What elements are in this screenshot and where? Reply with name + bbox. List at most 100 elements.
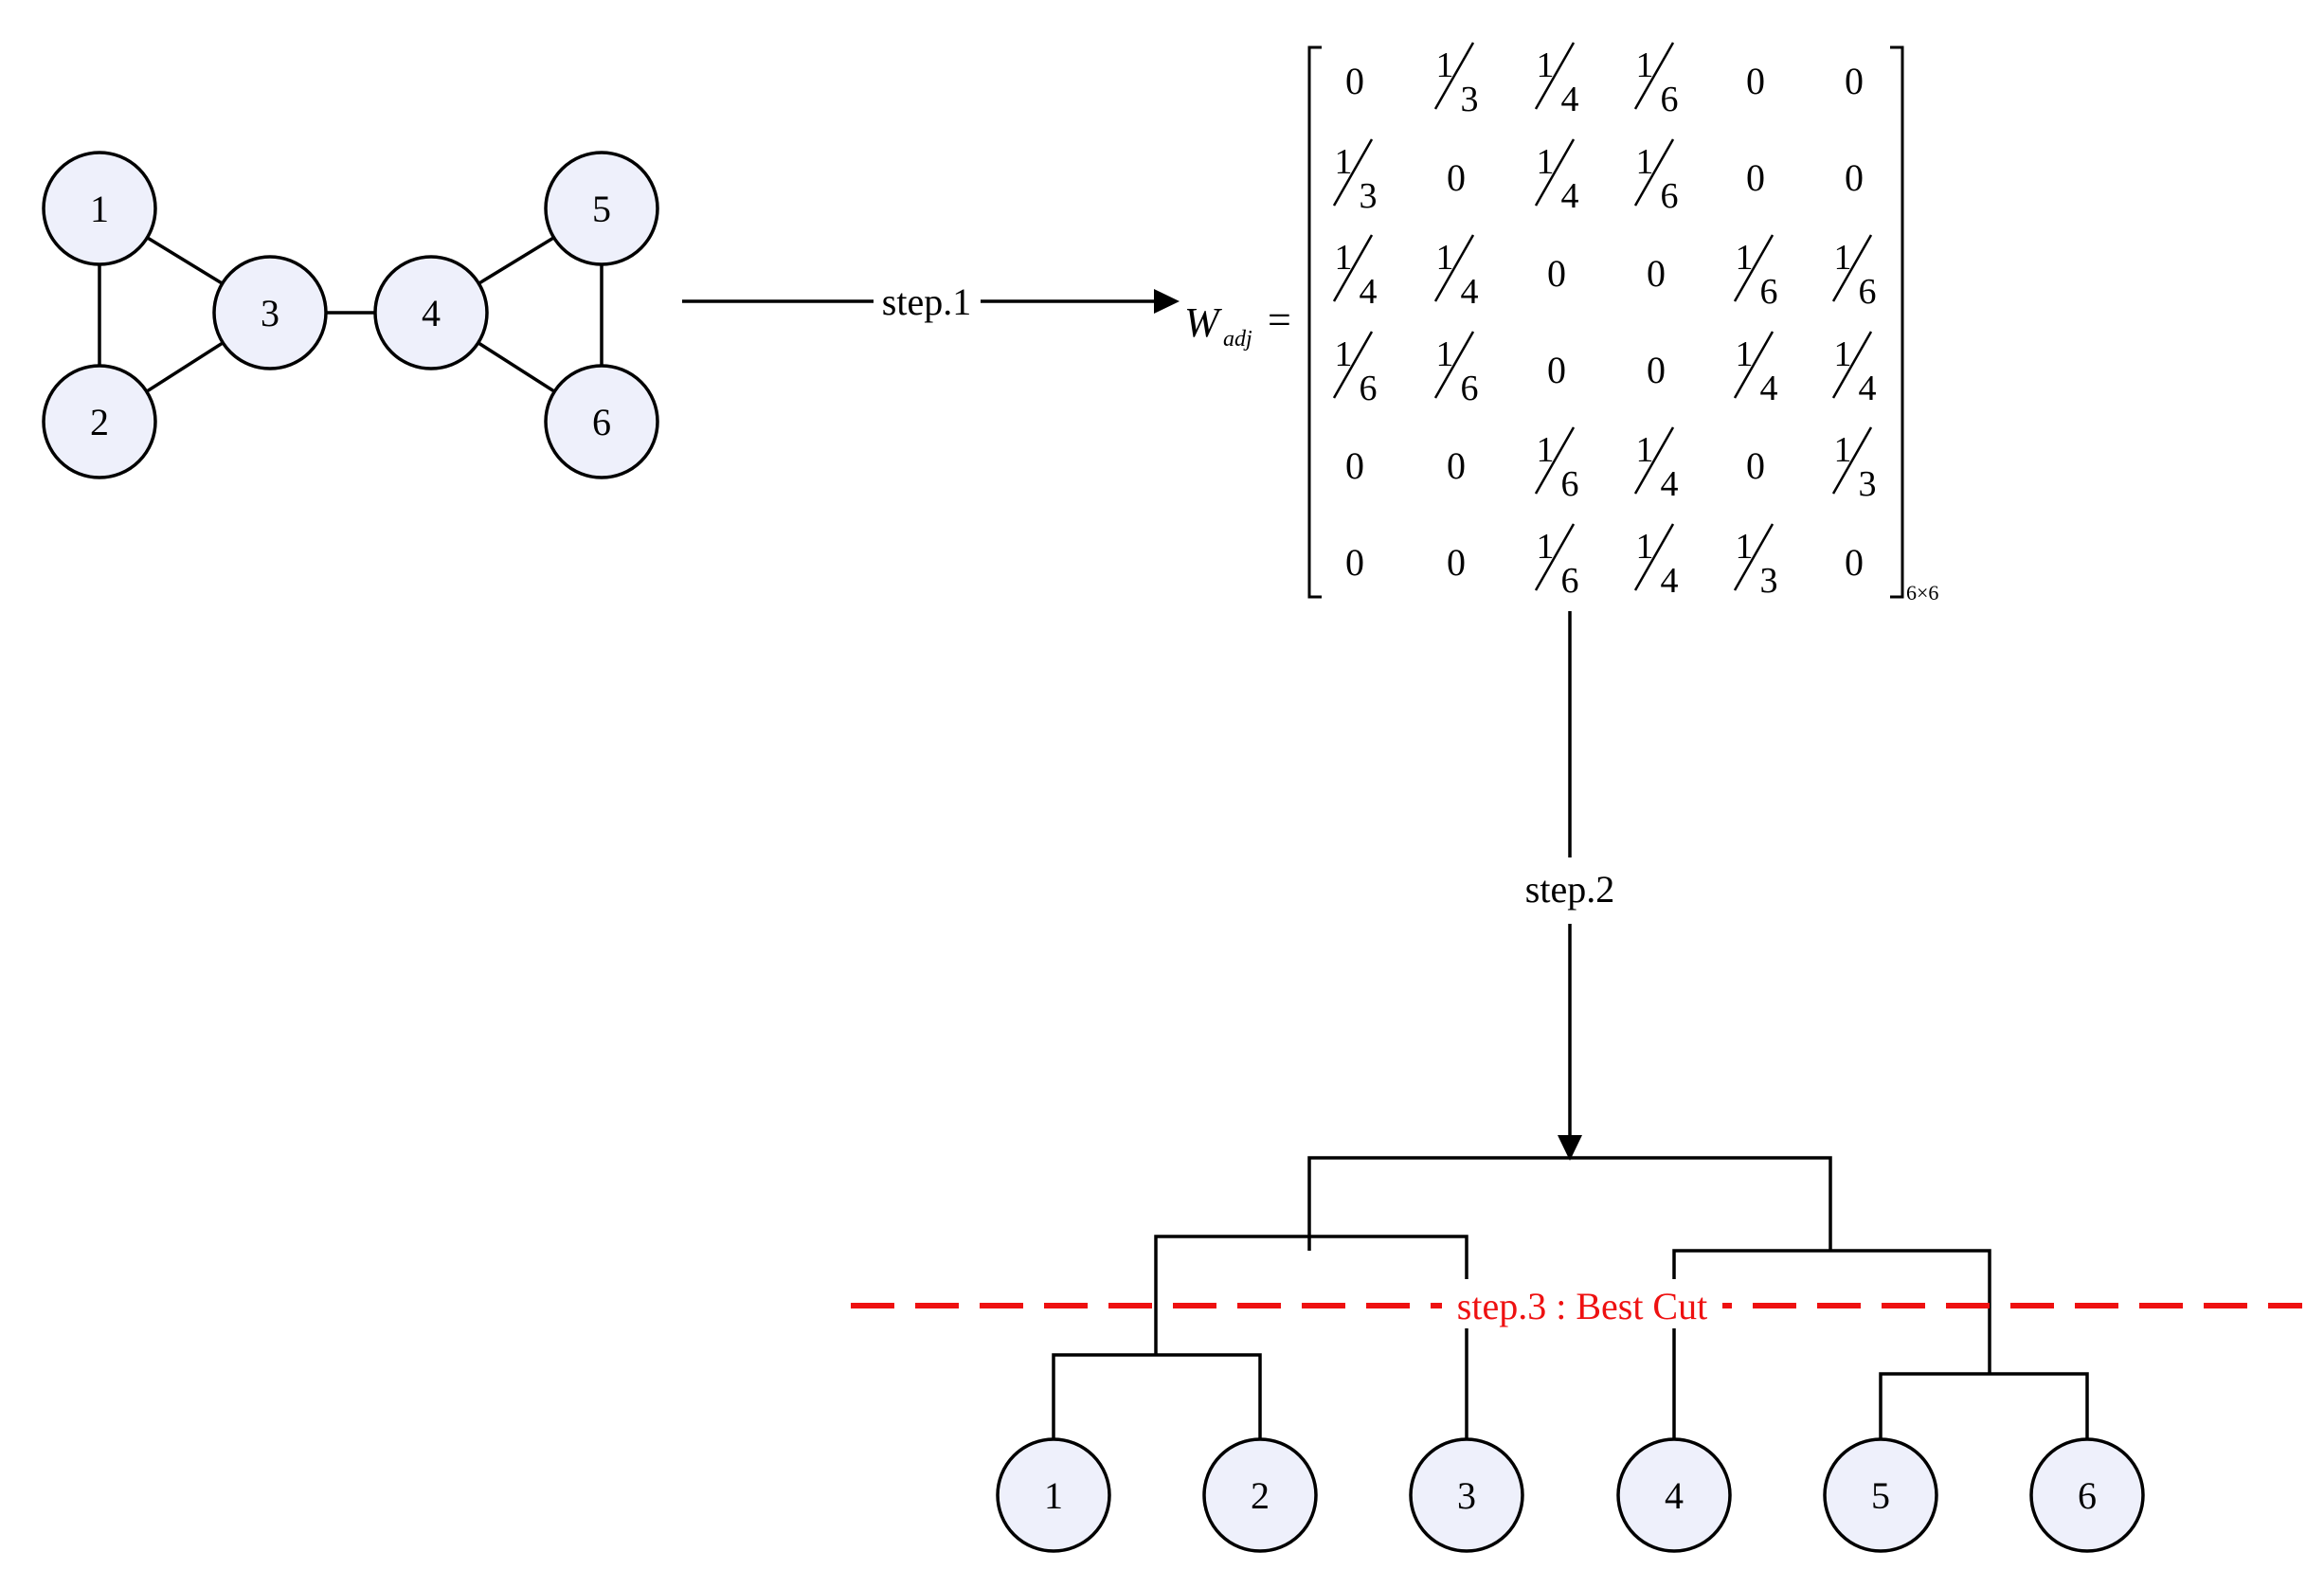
fraction-slash: [1534, 426, 1576, 495]
fraction-numerator: 1: [1537, 142, 1555, 182]
matrix-cell-r5-c5: 0: [1746, 444, 1765, 487]
fraction-slash: [1433, 42, 1475, 110]
matrix-cell-r6-c3: 16: [1534, 523, 1579, 601]
fraction-slash: [1534, 523, 1576, 591]
matrix-cell-r2-c3: 14: [1534, 138, 1579, 216]
fraction-slash: [1733, 234, 1775, 302]
matrix-cell-r4-c4: 0: [1647, 349, 1666, 391]
matrix-cell-r4-c6: 14: [1831, 331, 1877, 408]
step2-label: step.2: [1525, 868, 1614, 911]
matrix-value: 0: [1845, 60, 1864, 102]
fraction-numerator: 1: [1335, 334, 1353, 374]
fraction-numerator: 1: [1834, 238, 1852, 278]
graph-node-3: 3: [212, 255, 328, 370]
fraction-slash: [1831, 234, 1873, 302]
matrix-value: 0: [1647, 252, 1666, 295]
matrix-value: 0: [1746, 60, 1765, 102]
matrix-right-bracket: [1890, 45, 1904, 599]
dendrogram-right-link: [1672, 1249, 1991, 1440]
dendrogram-leaf-label: 5: [1871, 1474, 1890, 1517]
fraction-numerator: 1: [1335, 142, 1353, 182]
fraction-slash: [1332, 138, 1374, 207]
matrix-dimension: 6×6: [1906, 581, 1938, 605]
matrix-value: 0: [1345, 541, 1364, 584]
fraction-numerator: 1: [1537, 45, 1555, 85]
fraction-slash: [1831, 331, 1873, 399]
fraction-denominator: 4: [1661, 464, 1679, 504]
fraction-slash: [1733, 331, 1775, 399]
matrix-cell-r4-c3: 0: [1547, 349, 1566, 391]
matrix-cell-r2-c6: 0: [1845, 156, 1864, 199]
fraction-slash: [1332, 234, 1374, 302]
dendrogram-leaf-label: 2: [1251, 1474, 1270, 1517]
matrix-cell-r2-c1: 13: [1332, 138, 1378, 216]
matrix-cell-r5-c3: 16: [1534, 426, 1579, 504]
dendrogram-leaf-6: 6: [2029, 1437, 2145, 1553]
matrix-value: 0: [1845, 541, 1864, 584]
matrix-cell-r2-c2: 0: [1447, 156, 1466, 199]
dendrogram-leaf-label: 1: [1044, 1474, 1063, 1517]
fraction-slash: [1332, 331, 1374, 399]
dendrogram-leaf-4: 4: [1616, 1437, 1732, 1553]
dendrogram-link-5-6: [1879, 1372, 2089, 1440]
dendrogram-leaf-label: 6: [2078, 1474, 2097, 1517]
dendrogram-left-link: [1154, 1235, 1468, 1440]
matrix-cell-r6-c6: 0: [1845, 541, 1864, 584]
fraction-denominator: 4: [1360, 272, 1378, 312]
dendrogram-link-1-2: [1052, 1353, 1262, 1440]
matrix-cell-r1-c4: 16: [1633, 42, 1679, 119]
dendrogram-leaf-label: 4: [1665, 1474, 1684, 1517]
matrix-value: 0: [1547, 252, 1566, 295]
matrix-cell-r3-c2: 14: [1433, 234, 1479, 312]
matrix-cell-r3-c1: 14: [1332, 234, 1378, 312]
fraction-denominator: 4: [1461, 272, 1479, 312]
fraction-numerator: 1: [1736, 527, 1754, 567]
graph-edges: [98, 207, 604, 424]
matrix-cell-r4-c5: 14: [1733, 331, 1778, 408]
fraction-slash: [1633, 138, 1675, 207]
graph-node-5: 5: [544, 151, 659, 266]
fraction-slash: [1633, 523, 1675, 591]
fraction-numerator: 1: [1537, 527, 1555, 567]
fraction-denominator: 6: [1760, 272, 1778, 312]
fraction-slash: [1534, 42, 1576, 110]
fraction-numerator: 1: [1636, 430, 1654, 470]
graph-node-1: 1: [42, 151, 157, 266]
matrix-symbol-w: W: [1184, 299, 1222, 346]
fraction-denominator: 6: [1561, 561, 1579, 601]
step1-arrow: step.1: [682, 280, 1180, 323]
matrix-cell-r5-c2: 0: [1447, 444, 1466, 487]
graph-node-label: 5: [592, 188, 611, 230]
fraction-denominator: 6: [1461, 369, 1479, 408]
matrix-value: 0: [1345, 444, 1364, 487]
matrix-value: 0: [1547, 349, 1566, 391]
matrix-cell-r3-c5: 16: [1733, 234, 1778, 312]
fraction-denominator: 3: [1760, 561, 1778, 601]
fraction-numerator: 1: [1636, 527, 1654, 567]
matrix-cell-r4-c2: 16: [1433, 331, 1479, 408]
graph-node-6: 6: [544, 364, 659, 479]
fraction-denominator: 4: [1859, 369, 1877, 408]
input-graph: 1 2 3 4 5 6: [42, 151, 659, 479]
best-cut-label: step.3 : Best Cut: [1457, 1285, 1707, 1327]
matrix-equals: =: [1268, 297, 1291, 343]
fraction-denominator: 6: [1561, 464, 1579, 504]
fraction-denominator: 3: [1461, 80, 1479, 119]
fraction-denominator: 4: [1760, 369, 1778, 408]
matrix-cell-r1-c1: 0: [1345, 60, 1364, 102]
matrix-cell-r5-c4: 14: [1633, 426, 1679, 504]
fraction-slash: [1831, 426, 1873, 495]
dendrogram-leaf-2: 2: [1202, 1437, 1318, 1553]
fraction-denominator: 4: [1661, 561, 1679, 601]
graph-node-label: 2: [90, 401, 109, 443]
fraction-slash: [1633, 426, 1675, 495]
dendrogram-root-link: [1307, 1156, 1832, 1251]
fraction-slash: [1433, 331, 1475, 399]
fraction-denominator: 4: [1561, 80, 1579, 119]
matrix-cell-r1-c2: 13: [1433, 42, 1479, 119]
fraction-slash: [1733, 523, 1775, 591]
dendrogram: step.3 : Best Cut 1 2 3 4 5 6: [851, 1156, 2302, 1553]
dendrogram-leaf-5: 5: [1823, 1437, 1938, 1553]
